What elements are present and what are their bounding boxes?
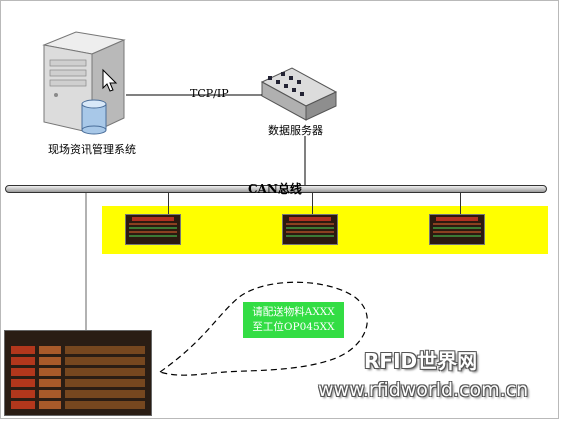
pc-label: 现场资讯管理系统 [48,143,136,156]
led-display-1 [125,214,181,245]
database-icon [81,99,107,135]
server-icon [42,31,126,134]
large-display-header [5,334,151,343]
device-label: 数据服务器 [268,124,323,137]
large-led-display [4,330,152,416]
large-display-row [11,368,145,376]
can-bus [5,185,547,193]
large-display-row [11,390,145,398]
message-callout: 请配送物料AXXX 至工位OP045XX [243,302,344,338]
network-device-icon [260,67,338,121]
large-display-row [11,401,145,409]
tcpip-label: TCP/IP [190,87,229,100]
speech-bubble [158,281,368,376]
watermark-brand: RFID世界网 [364,349,478,373]
display-drop-2 [312,193,313,214]
led-display-2 [282,214,338,245]
large-display-row [11,379,145,387]
can-bus-label: CAN总线 [248,182,302,196]
display-drop-1 [168,193,169,214]
callout-line-1: 请配送物料AXXX [252,306,335,318]
large-display-row [11,357,145,365]
cursor-icon [102,68,118,92]
callout-line-2: 至工位OP045XX [252,321,335,333]
watermark-url: www.rfidworld.com.cn [318,379,529,401]
led-display-3 [429,214,485,245]
large-display-row [11,346,145,354]
display-drop-3 [460,193,461,214]
